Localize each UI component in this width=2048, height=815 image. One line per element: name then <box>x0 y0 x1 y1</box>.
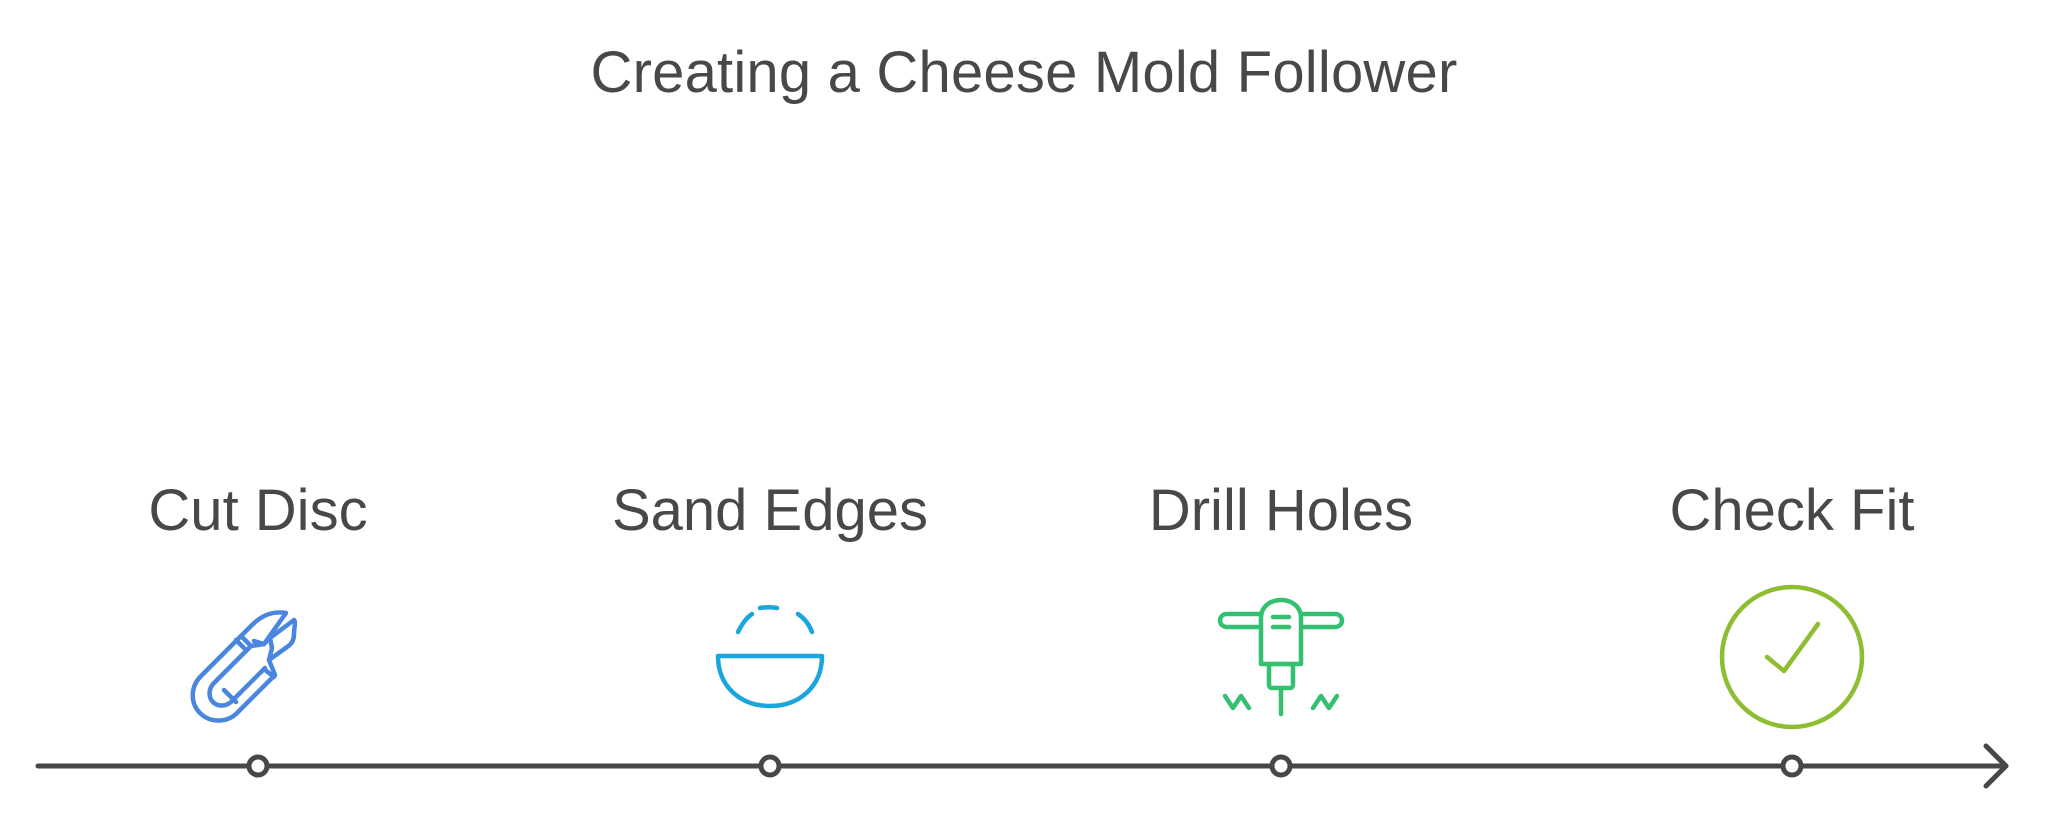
timeline-node-drill-holes <box>1269 754 1293 778</box>
pruning-shears-icon <box>178 578 338 738</box>
timeline-node-check-fit <box>1780 754 1804 778</box>
step-label-drill-holes: Drill Holes <box>1148 478 1414 543</box>
timeline-node-cut-disc <box>246 754 270 778</box>
check-circle-icon <box>1712 578 1872 738</box>
timeline-arrowhead-icon <box>1983 743 2009 789</box>
step-label-check-fit: Check Fit <box>1669 478 1915 543</box>
jackhammer-drill-icon <box>1201 578 1361 738</box>
timeline-node-sand-edges <box>758 754 782 778</box>
step-label-sand-edges: Sand Edges <box>611 478 929 543</box>
sanding-bowl-icon <box>690 578 850 738</box>
step-label-cut-disc: Cut Disc <box>148 478 368 543</box>
diagram-title: Creating a Cheese Mold Follower <box>590 40 1458 105</box>
